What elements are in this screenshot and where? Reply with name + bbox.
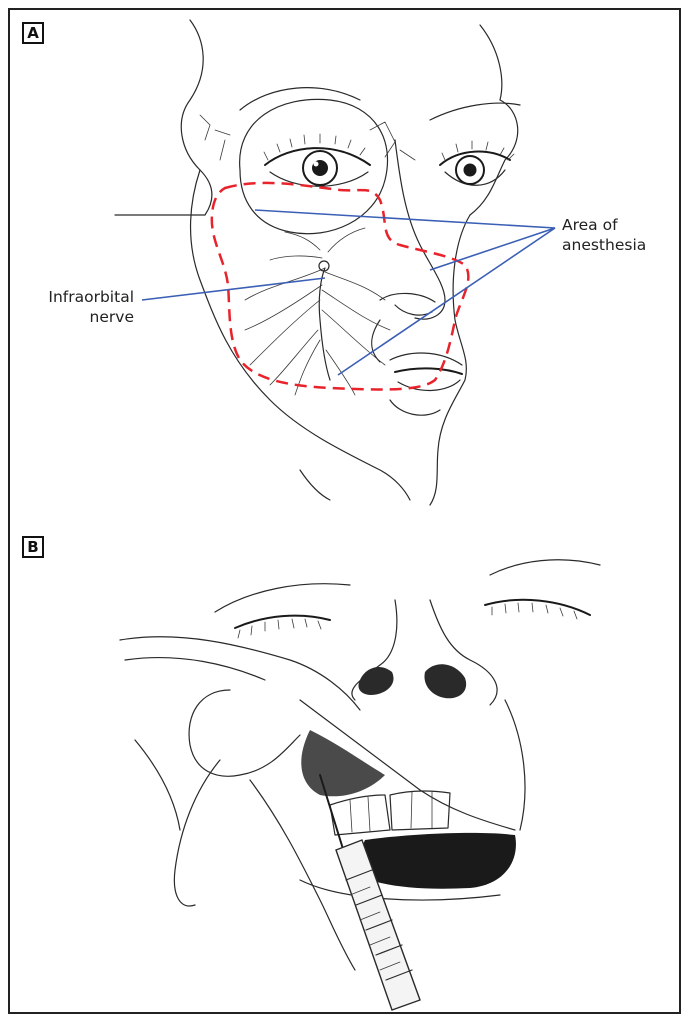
anesthesia-area-outline xyxy=(210,181,470,391)
infra-label-line1: Infraorbital xyxy=(48,288,134,306)
infraorbital-nerve-label: Infraorbital nerve xyxy=(24,287,134,327)
panel-letter-b: B xyxy=(22,536,44,558)
infra-label-line2: nerve xyxy=(89,308,134,326)
area-of-anesthesia-label: Area of anesthesia xyxy=(562,215,646,255)
face-drawing xyxy=(114,19,521,506)
injection-drawing xyxy=(119,559,601,1011)
area-label-line1: Area of xyxy=(562,216,618,234)
panel-letter-a: A xyxy=(22,22,44,44)
leader-lines xyxy=(141,209,556,376)
area-label-line2: anesthesia xyxy=(562,236,647,254)
infraorbital-nerve-drawing xyxy=(244,227,391,396)
